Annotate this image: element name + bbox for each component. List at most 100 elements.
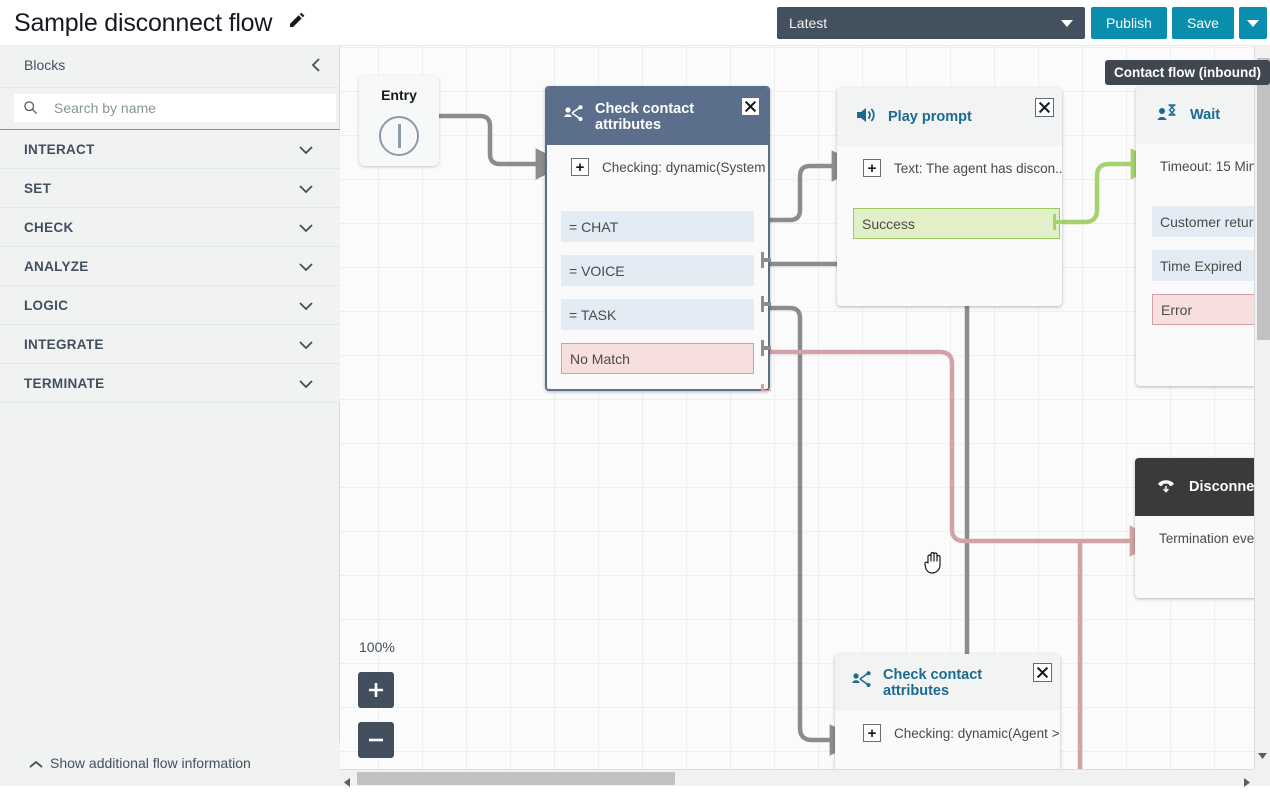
flow-canvas[interactable]: Entry Check contact attributes: [340, 46, 1270, 786]
block-parameter-text: Checking: dynamic(Agent >...: [894, 726, 1060, 741]
block-body: Timeout: 15 Minu Customer retur Time Exp…: [1136, 144, 1270, 188]
save-button[interactable]: Save: [1172, 7, 1234, 39]
chevron-down-icon: [298, 299, 314, 317]
block-category-label: INTERACT: [24, 142, 95, 157]
block-parameter-text: Timeout: 15 Minu: [1160, 159, 1264, 174]
block-category-label: INTEGRATE: [24, 337, 104, 352]
block-title: Disconnec: [1189, 479, 1262, 495]
flow-title-text: Sample disconnect flow: [14, 9, 272, 37]
branch-label: Success: [862, 216, 915, 232]
entry-stub-icon: [398, 124, 401, 148]
block-category-terminate[interactable]: TERMINATE: [0, 364, 340, 403]
block-body: + Text: The agent has discon... Success: [837, 146, 1062, 190]
block-title: Check contact attributes: [883, 667, 998, 699]
branch-customer-returned[interactable]: Customer retur: [1152, 206, 1270, 237]
branch-label: Error: [1161, 302, 1192, 318]
block-play-prompt[interactable]: Play prompt + Text: The agent has discon…: [837, 88, 1062, 306]
block-category-label: ANALYZE: [24, 259, 89, 274]
block-title: Check contact attributes: [595, 101, 710, 133]
block-parameter-row[interactable]: Timeout: 15 Minu: [1136, 144, 1270, 188]
horizontal-scrollbar[interactable]: [340, 769, 1254, 786]
chevron-up-icon: [28, 758, 44, 776]
search-box[interactable]: [14, 94, 336, 122]
branch-voice[interactable]: = VOICE: [561, 255, 754, 286]
save-options-button[interactable]: [1239, 7, 1267, 39]
horizontal-scrollbar-thumb[interactable]: [357, 772, 675, 785]
block-parameter-row[interactable]: + Checking: dynamic(Agent >...: [835, 711, 1060, 755]
block-category-logic[interactable]: LOGIC: [0, 286, 340, 325]
plus-icon[interactable]: +: [863, 724, 881, 742]
block-body: + Checking: dynamic(Agent >...: [835, 711, 1060, 755]
block-category-analyze[interactable]: ANALYZE: [0, 247, 340, 286]
zoom-level-label: 100%: [359, 639, 395, 655]
triangle-left-icon[interactable]: [344, 774, 352, 792]
chevron-down-icon: [1247, 20, 1259, 27]
chevron-left-icon[interactable]: [306, 55, 326, 75]
block-header: Play prompt: [837, 88, 1062, 146]
branch-chat[interactable]: = CHAT: [561, 211, 754, 242]
triangle-down-icon[interactable]: [1258, 746, 1267, 764]
block-category-label: CHECK: [24, 220, 74, 235]
check-contact-attributes-icon: [851, 670, 873, 695]
version-dropdown[interactable]: Latest: [777, 7, 1085, 39]
branch-success[interactable]: Success: [853, 208, 1060, 239]
block-parameter-text: Termination event: [1159, 531, 1266, 546]
branch-task[interactable]: = TASK: [561, 299, 754, 330]
block-check-contact-attributes-1[interactable]: Check contact attributes + Checking: dyn…: [545, 86, 770, 391]
block-wait[interactable]: Wait Timeout: 15 Minu Customer retur Tim…: [1136, 86, 1270, 386]
close-icon[interactable]: [1035, 98, 1054, 117]
top-toolbar: Sample disconnect flow Latest Publish Sa…: [0, 0, 1270, 46]
block-header: Wait: [1136, 86, 1270, 144]
page-title: Sample disconnect flow: [14, 7, 306, 38]
block-category-label: SET: [24, 181, 51, 196]
grab-hand-cursor: [922, 549, 946, 575]
block-card: Check contact attributes + Checking: dyn…: [835, 654, 1060, 786]
branch-label: = VOICE: [569, 263, 625, 279]
block-parameter-row: Termination event: [1135, 516, 1270, 560]
block-category-label: TERMINATE: [24, 376, 104, 391]
zoom-out-button[interactable]: [358, 722, 394, 758]
entry-node[interactable]: Entry: [359, 76, 439, 166]
chevron-down-icon: [298, 260, 314, 278]
block-parameter-row[interactable]: + Text: The agent has discon...: [837, 146, 1062, 190]
show-additional-flow-information-button[interactable]: Show additional flow information: [0, 742, 340, 786]
block-parameter-text: Checking: dynamic(System ...: [602, 160, 768, 175]
block-disconnect[interactable]: Disconnec Termination event: [1135, 458, 1270, 598]
block-body: Termination event: [1135, 516, 1270, 560]
block-header: Check contact attributes: [547, 88, 768, 145]
block-category-check[interactable]: CHECK: [0, 208, 340, 247]
vertical-scrollbar[interactable]: [1254, 46, 1270, 769]
branch-no-match[interactable]: No Match: [561, 343, 754, 374]
show-additional-flow-information-label: Show additional flow information: [50, 755, 251, 771]
block-category-interact[interactable]: INTERACT: [0, 130, 340, 169]
triangle-right-icon[interactable]: [1242, 774, 1250, 792]
plus-icon[interactable]: +: [571, 158, 589, 176]
branch-time-expired[interactable]: Time Expired: [1152, 250, 1270, 281]
vertical-scrollbar-thumb[interactable]: [1257, 58, 1270, 340]
block-body: + Checking: dynamic(System ... = CHAT = …: [547, 145, 768, 189]
block-category-integrate[interactable]: INTEGRATE: [0, 325, 340, 364]
version-value: Latest: [789, 15, 827, 31]
block-check-contact-attributes-2[interactable]: Check contact attributes + Checking: dyn…: [835, 654, 1060, 786]
block-card: Disconnec Termination event: [1135, 458, 1270, 598]
flow-connectors: [340, 46, 1270, 786]
close-icon[interactable]: [1033, 663, 1052, 682]
branch-connector-stubs: [1053, 88, 1067, 306]
publish-button[interactable]: Publish: [1091, 7, 1167, 39]
block-parameter-row[interactable]: + Checking: dynamic(System ...: [547, 145, 768, 189]
block-title: Play prompt: [888, 109, 972, 125]
branch-error[interactable]: Error: [1152, 294, 1270, 325]
plus-icon[interactable]: +: [863, 159, 881, 177]
search-input[interactable]: [52, 94, 332, 122]
close-icon[interactable]: [741, 97, 760, 116]
disconnect-phone-icon: [1155, 475, 1177, 500]
scrollbar-corner: [1254, 769, 1270, 786]
branch-label: Customer retur: [1160, 214, 1253, 230]
zoom-in-button[interactable]: [358, 672, 394, 708]
flow-type-tooltip: Contact flow (inbound): [1105, 60, 1270, 85]
branch-label: No Match: [570, 351, 630, 367]
pencil-icon[interactable]: [288, 7, 306, 36]
entry-label: Entry: [359, 87, 439, 103]
block-category-set[interactable]: SET: [0, 169, 340, 208]
block-card: Wait Timeout: 15 Minu Customer retur Tim…: [1136, 86, 1270, 386]
